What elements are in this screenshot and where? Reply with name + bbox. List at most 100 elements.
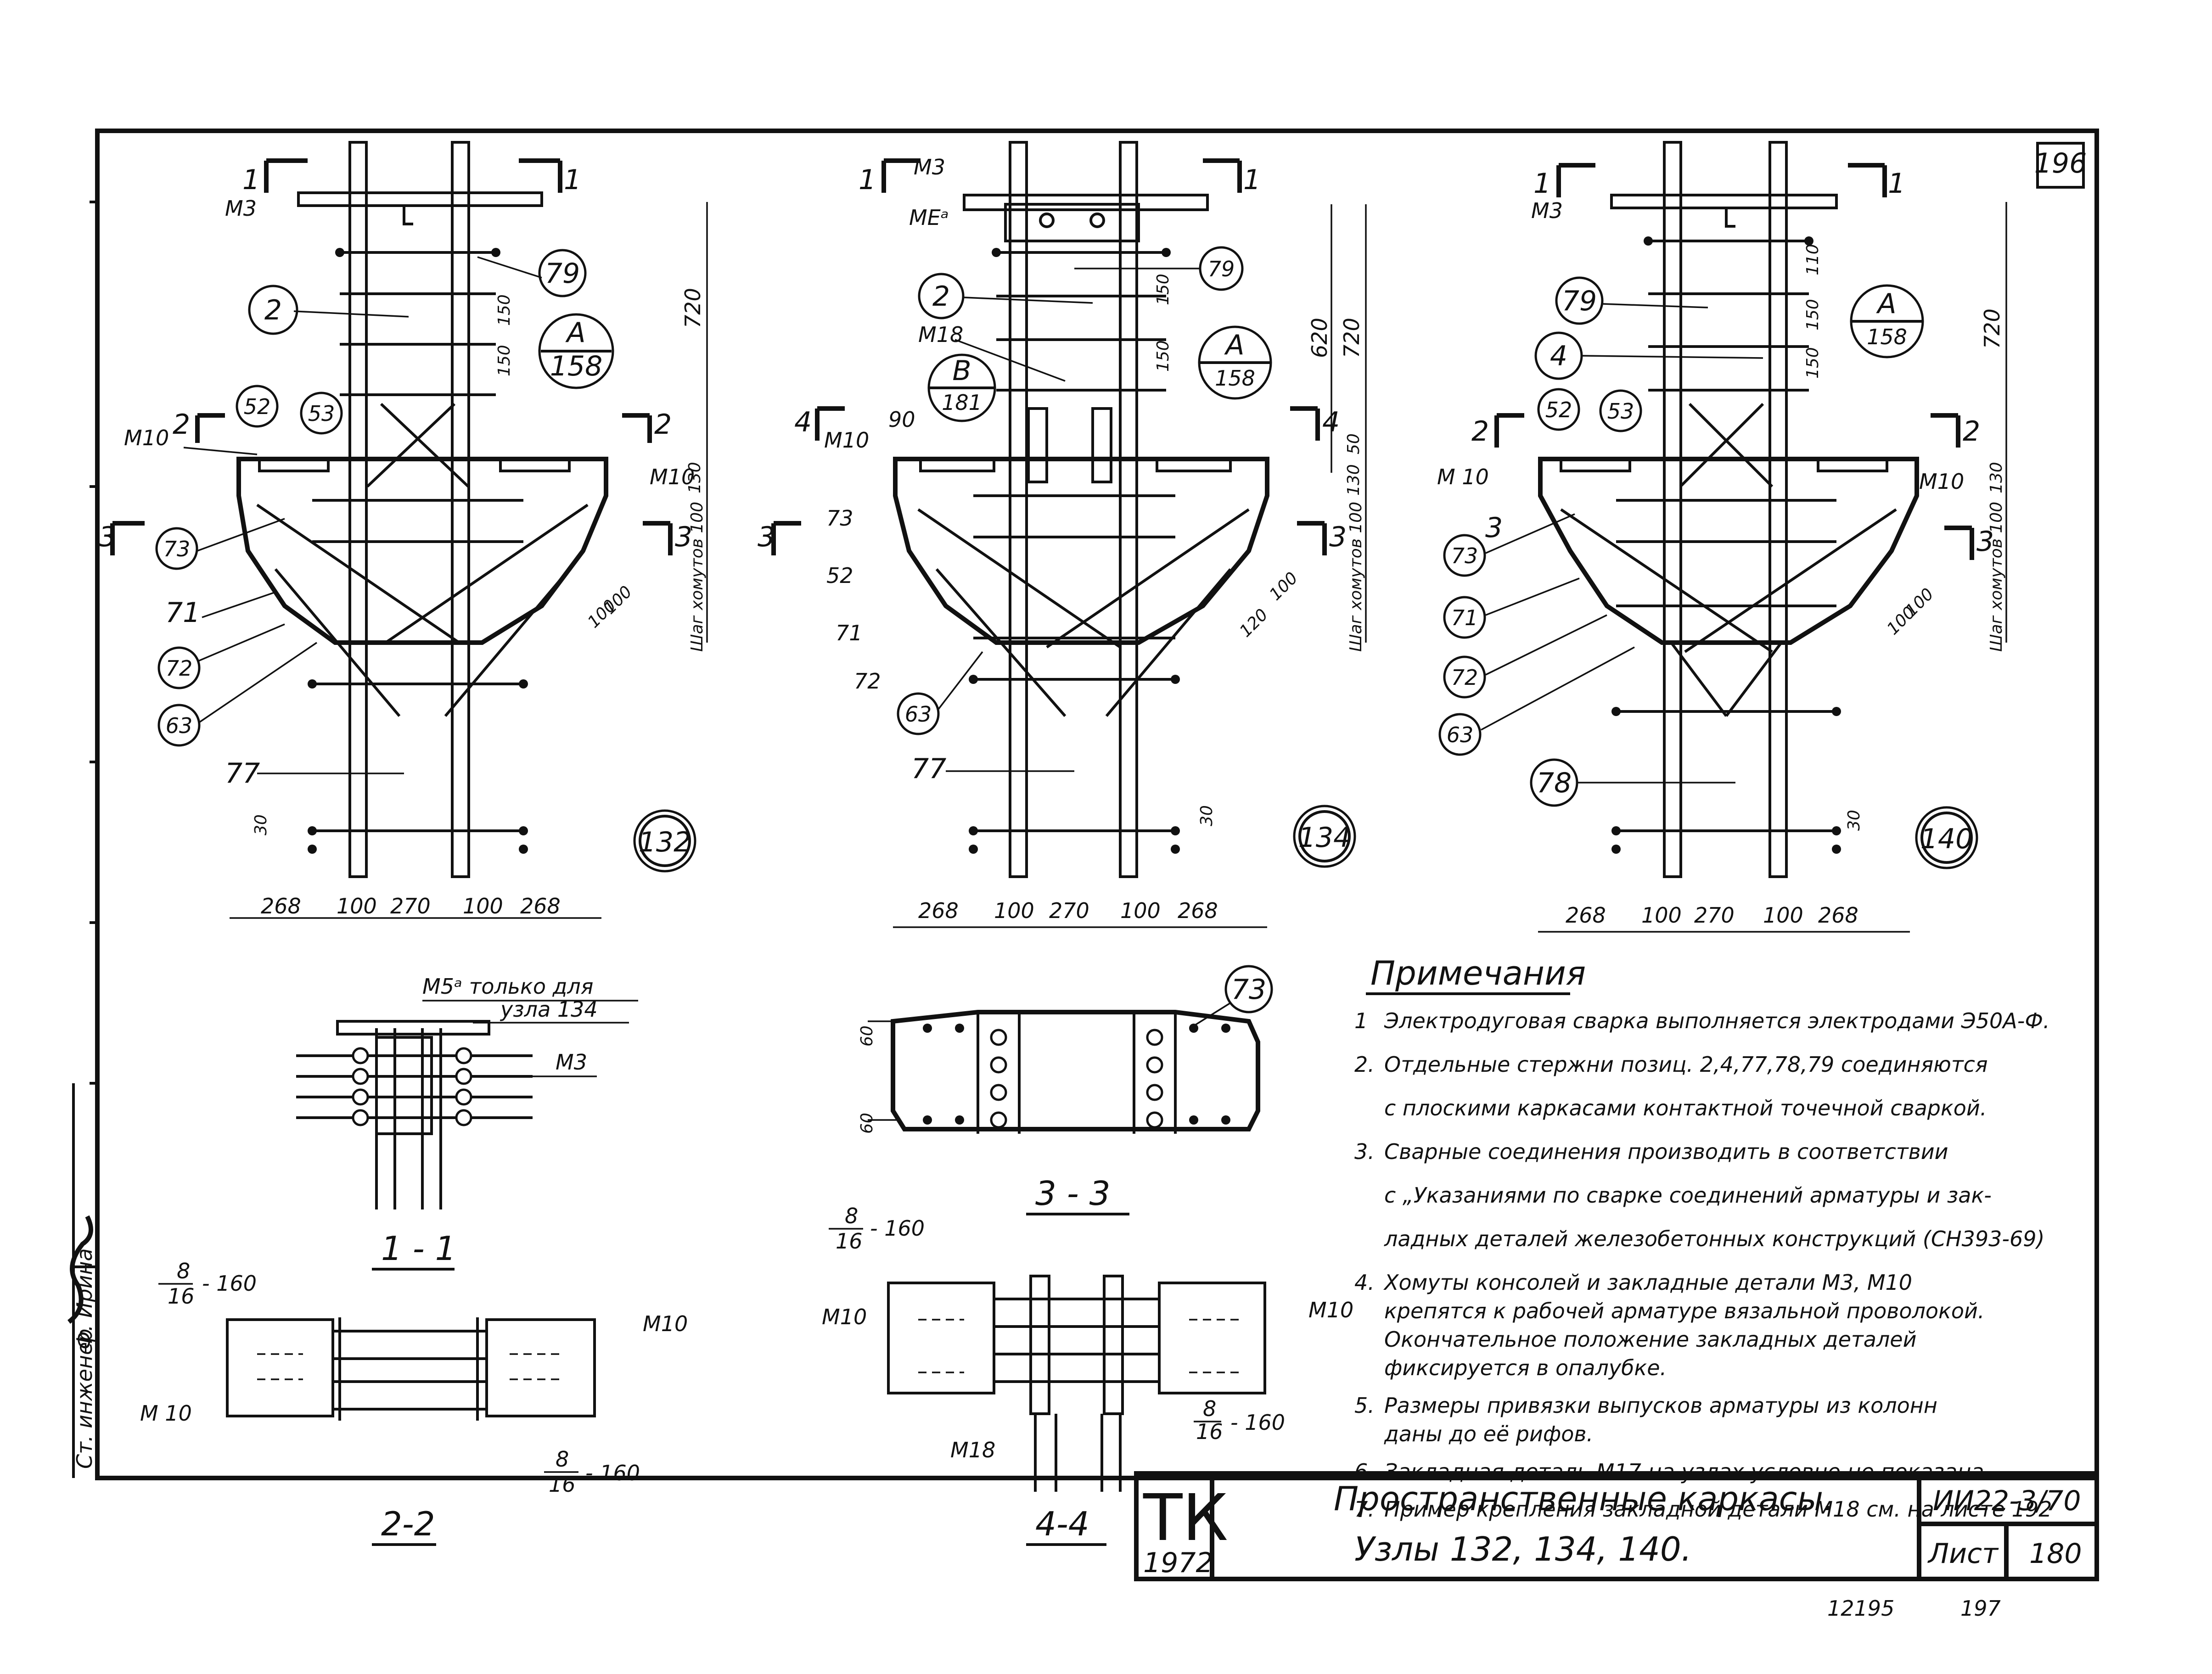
position-72: 72 xyxy=(854,669,881,694)
label-m10-left: М10 xyxy=(824,428,869,453)
detail-ref-sheet: 158 xyxy=(1215,366,1255,391)
note-line: с „Указаниями по сварке соединений армат… xyxy=(1384,1183,1992,1208)
section-title: 3 - 3 xyxy=(1035,1174,1110,1213)
console-outline xyxy=(236,457,608,645)
bottom-dim: 268 xyxy=(261,894,301,918)
bottom-page: 197 xyxy=(1960,1596,2001,1621)
dim-50: 50 xyxy=(1344,433,1363,454)
label-m10-left: М10 xyxy=(822,1304,867,1329)
bottom-dim: 100 xyxy=(1763,903,1803,928)
fraction-bottom: 16 xyxy=(168,1284,195,1309)
section-mark-1-right xyxy=(1848,163,1887,197)
position-bubble xyxy=(155,527,198,570)
position-52: 52 xyxy=(1545,398,1572,422)
node-number-circle xyxy=(633,809,696,873)
corner-number-box xyxy=(2036,142,2085,189)
position-bubble xyxy=(918,273,965,319)
section-3-label: 3 xyxy=(1485,512,1503,544)
section-mark-3-right xyxy=(1944,526,1974,560)
bottom-dim: 268 xyxy=(1566,903,1606,928)
dim-120: 120 xyxy=(1236,605,1272,641)
detail-ref-letter: А xyxy=(1224,329,1244,361)
bottom-dim: 270 xyxy=(390,894,431,918)
section-2-label: 2 xyxy=(654,409,672,441)
detail-ref-letter: А xyxy=(565,317,585,349)
sheet-label: Лист xyxy=(1927,1538,1999,1570)
label-m10-left: М 10 xyxy=(140,1401,192,1426)
plate-anchor xyxy=(1725,208,1735,228)
note-line: Окончательное положение закладных детале… xyxy=(1384,1327,1916,1352)
position-73: 73 xyxy=(1231,974,1266,1006)
fraction-bottom: 16 xyxy=(549,1472,576,1497)
bottom-code: 12195 xyxy=(1827,1596,1894,1621)
position-78: 78 xyxy=(1537,767,1572,799)
section-mark-1-right xyxy=(519,158,562,193)
section-mark-3-left xyxy=(771,521,801,555)
note-number: 1 xyxy=(1354,1008,1368,1033)
bottom-dim: 100 xyxy=(337,894,377,918)
position-53: 53 xyxy=(1607,399,1634,424)
position-63: 63 xyxy=(905,702,932,727)
position-bubble xyxy=(1537,388,1580,431)
document-code: ИИ22-3/70 xyxy=(1933,1485,2081,1517)
fraction-value: - 160 xyxy=(585,1461,640,1485)
section-mark-2-right xyxy=(1931,413,1960,448)
dim-720: 720 xyxy=(1339,318,1364,358)
note-line: Размеры привязки выпусков арматуры из ко… xyxy=(1384,1393,1937,1418)
section-block xyxy=(485,1318,596,1417)
label-m3: М3 xyxy=(556,1050,587,1075)
position-4: 4 xyxy=(1550,340,1567,372)
position-bubble xyxy=(1555,276,1604,325)
note-line: ладных деталей железобетонных конструкци… xyxy=(1384,1226,2044,1251)
stirrup-step-note: Шаг хомутов 100 xyxy=(1987,502,2006,652)
dim-130: 130 xyxy=(1987,462,2006,493)
embedded-plate-m3 xyxy=(963,194,1209,211)
position-52: 52 xyxy=(244,394,271,419)
fraction-top: 8 xyxy=(845,1204,858,1228)
section-mark-2-right xyxy=(622,413,652,443)
position-71: 71 xyxy=(165,597,200,629)
dim-130: 130 xyxy=(685,462,704,493)
sheet-frame xyxy=(95,129,2099,1480)
position-79: 79 xyxy=(545,258,580,290)
section-title: 1 - 1 xyxy=(381,1229,456,1268)
m10-plate-left xyxy=(258,458,330,472)
section-3-3: 73 60 60 3 - 3 xyxy=(858,965,1273,1215)
column-bar xyxy=(1009,141,1028,878)
column-bar xyxy=(1663,141,1682,878)
bottom-dim: 268 xyxy=(1178,898,1218,923)
section-3-label: 3 xyxy=(1976,526,1994,558)
corner-number: 196 xyxy=(2034,147,2087,179)
column-bar xyxy=(451,141,470,878)
fraction-top: 8 xyxy=(177,1259,190,1283)
bottom-dim: 100 xyxy=(463,894,503,918)
position-2: 2 xyxy=(932,280,950,313)
m10-plate-left xyxy=(919,458,995,472)
label-m10-right: М10 xyxy=(650,465,695,489)
section-mark-1-right xyxy=(1203,158,1242,193)
bottom-dim: 100 xyxy=(994,898,1034,923)
note-line: Пример крепления закладной детали М18 см… xyxy=(1384,1497,2052,1522)
position-90: 90 xyxy=(888,407,915,432)
dim-150: 150 xyxy=(495,294,514,326)
section-outline xyxy=(891,1010,1260,1131)
bottom-dim: 270 xyxy=(1694,903,1735,928)
position-72: 72 xyxy=(1451,665,1478,690)
section-plate xyxy=(1029,1275,1050,1415)
label-m10-left: М10 xyxy=(124,425,169,450)
label-m10-right: М10 xyxy=(643,1311,688,1336)
fraction-value: - 160 xyxy=(202,1271,257,1296)
dim-100: 100 xyxy=(1266,569,1302,605)
section-2-label: 2 xyxy=(173,409,190,441)
node-140-drawing: 1 1 2 2 3 3 М3 М 10 М10 79 4 52 53 73 71… xyxy=(1437,141,2007,933)
note-line: крепятся к рабочей арматуре вязальной пр… xyxy=(1384,1299,1984,1323)
note-line: с плоскими каркасами контактной точечной… xyxy=(1384,1096,1987,1120)
detail-ref-sheet: 158 xyxy=(1867,325,1907,349)
position-bubble xyxy=(1438,713,1482,756)
note-number: 3. xyxy=(1354,1139,1375,1164)
embedded-plate-m3 xyxy=(297,191,543,207)
detail-ref-sheet: 181 xyxy=(942,390,982,415)
column-bar xyxy=(1119,141,1138,878)
